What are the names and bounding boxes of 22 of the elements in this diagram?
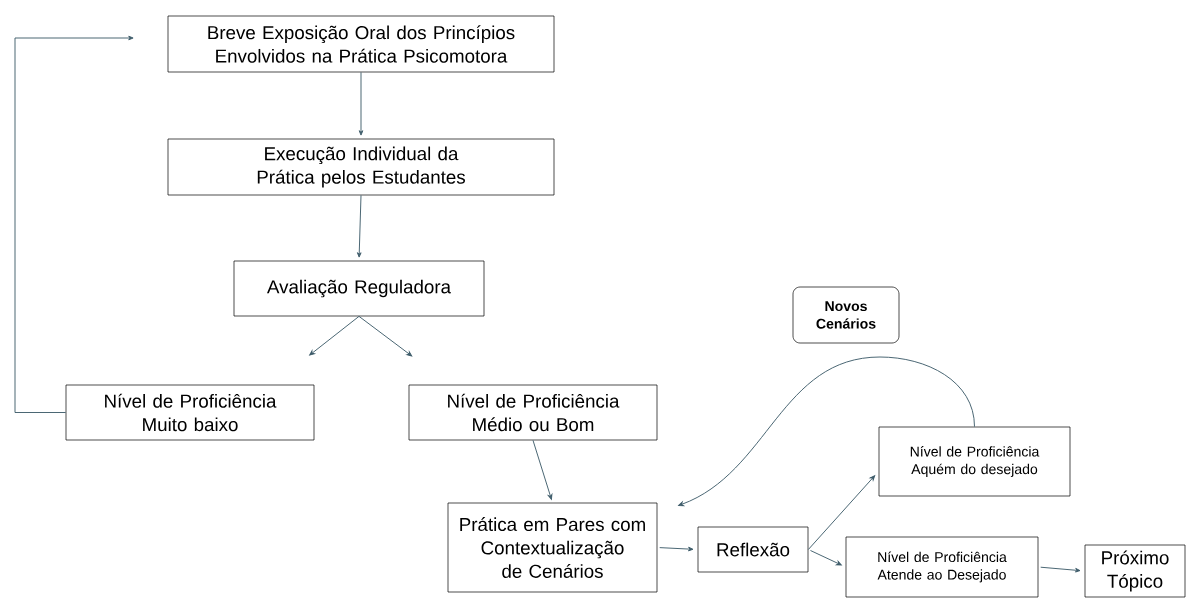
arrow (810, 550, 842, 566)
process-box: Nível de Proficiência Atende ao Desejado (845, 536, 1039, 598)
process-box: Nível de Proficiência Médio ou Bom (408, 384, 658, 441)
rounded-box: Novos Cenários (792, 286, 900, 344)
process-box: Avaliação Reguladora (233, 260, 485, 317)
arrow (532, 439, 553, 500)
arrow (309, 315, 360, 356)
process-box: Nível de Proficiência Aquém do desejado (878, 426, 1071, 497)
process-box: Breve Exposição Oral dos Princípios Envolvidos na Prática Psicomotora (167, 15, 555, 73)
process-box: Execução Individual da Prática pelos Estudantes (167, 138, 555, 196)
arrow (356, 194, 362, 258)
arrow (14, 35, 134, 413)
process-box: Prática em Pares com Contextualização de Cenários (447, 502, 658, 593)
arrow (358, 71, 364, 136)
process-box: Nível de Proficiência Muito baixo (65, 384, 315, 441)
process-box: Reflexão (697, 526, 809, 573)
arrow (659, 546, 694, 552)
process-box: Próximo Tópico (1084, 544, 1186, 598)
arrow (358, 315, 413, 357)
arrow (1040, 566, 1081, 573)
arrow (678, 356, 975, 507)
arrow (807, 475, 876, 550)
